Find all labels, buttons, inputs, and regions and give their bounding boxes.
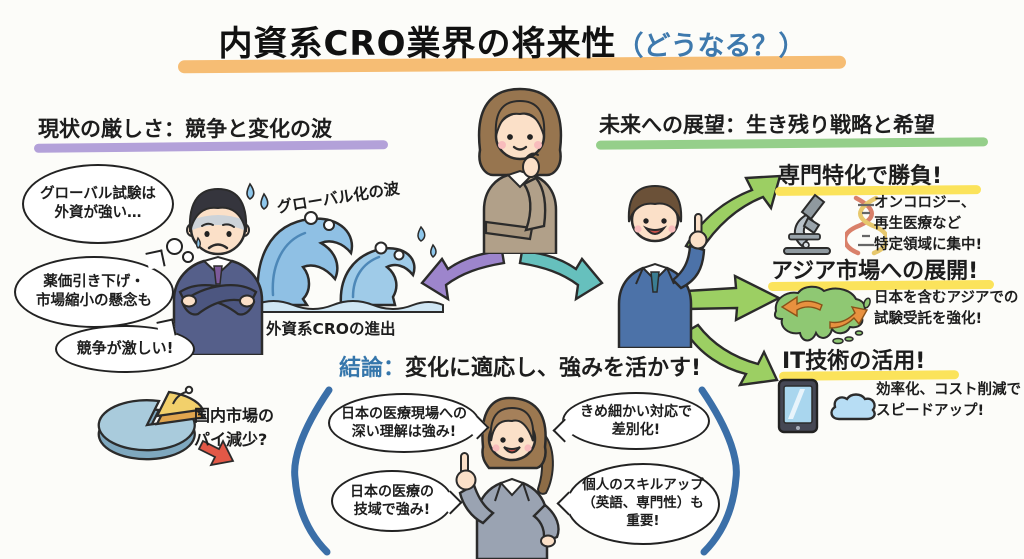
price-bubble-text: 薬価引き下げ・ 市場縮小の懸念も <box>36 273 152 309</box>
thought-dot-large <box>166 238 183 255</box>
right-parenthesis-arc <box>698 386 740 556</box>
left-parenthesis-arc <box>291 386 333 556</box>
pointing-businessman-illustration <box>617 184 708 348</box>
bubble-region-strength: 日本の医療の 技域で強み! <box>331 470 463 532</box>
item3-title: IT技術の活用! <box>782 349 926 374</box>
cloud-icon <box>830 393 876 421</box>
thought-bubble-global-trials: グローバル試験は 外資が強い… <box>22 164 174 244</box>
bubble-personal-skill: 個人のスキルアップ （英語、専門性）も 重要! <box>556 463 720 545</box>
thought-dot-small <box>182 251 194 263</box>
right-header-highlight <box>595 137 989 150</box>
title-main-text: 内資系CRO業界の将来性 <box>218 24 617 64</box>
bubble-tail <box>156 318 177 339</box>
item2-desc: 日本を含むアジアでの 試験受託を強化! <box>874 290 1019 328</box>
tablet-icon <box>777 378 819 434</box>
left-branch-arrow <box>420 249 506 302</box>
conclusion-label: 結論： <box>339 356 406 381</box>
thought-bubble-text: グローバル試験は 外資が強い… <box>40 185 156 221</box>
bubble-medical-field-understanding: 日本の医療現場への 深い理解は強み! <box>328 393 490 453</box>
microscope-icon <box>783 193 831 255</box>
thinking-woman-illustration <box>477 87 563 254</box>
right-branch-arrow <box>518 249 604 302</box>
item3-desc: 効率化、コスト削減で スピードアップ! <box>876 382 1021 420</box>
speech-bubble-drug-price: 薬価引き下げ・ 市場縮小の懸念も <box>14 249 174 328</box>
thumbsup-businesswoman-illustration <box>455 396 560 559</box>
title-sub-text: （どうなる？） <box>616 31 806 62</box>
worried-businessman-illustration <box>172 182 269 355</box>
asia-map-icon <box>773 285 871 345</box>
conclusion-header: 結論：変化に適応し、強みを活かす! <box>339 350 701 382</box>
right-section-header: 未来への展望：生き残り戦略と希望 <box>599 113 935 137</box>
bubble-text: きめ細かい対応で 差別化! <box>580 403 692 438</box>
bubble-tail <box>145 249 166 270</box>
pie-chart-icon <box>97 385 235 467</box>
page-title: 内資系CRO業界の将来性（どうなる？） <box>0 16 1024 65</box>
item2-title: アジア市場への展開! <box>771 259 979 284</box>
dna-icon <box>845 195 887 256</box>
conclusion-text: 変化に適応し、強みを活かす! <box>405 356 702 381</box>
left-section-header: 現状の厳しさ：競争と変化の波 <box>38 117 332 141</box>
item1-desc: オンコロジー、 再生医療など 特定領域に集中! <box>874 195 983 254</box>
bubble-fine-service: きめ細かい対応で 差別化! <box>552 392 710 450</box>
bubble-text: 個人のスキルアップ （英語、専門性）も 重要! <box>582 477 704 529</box>
wave-bottom-label: 外資系CROの進出 <box>266 320 396 338</box>
bubble-text: 日本の医療現場への 深い理解は強み! <box>341 405 467 440</box>
pie-chart-label: 国内市場の パイ減少? <box>194 406 275 449</box>
globalization-wave-illustration <box>254 211 444 313</box>
speech-bubble-competition: 競争が激しい! <box>55 318 195 373</box>
competition-bubble-text: 競争が激しい! <box>76 339 174 358</box>
item1-title: 専門特化で勝負! <box>778 164 943 189</box>
bubble-text: 日本の医療の 技域で強み! <box>350 483 434 518</box>
